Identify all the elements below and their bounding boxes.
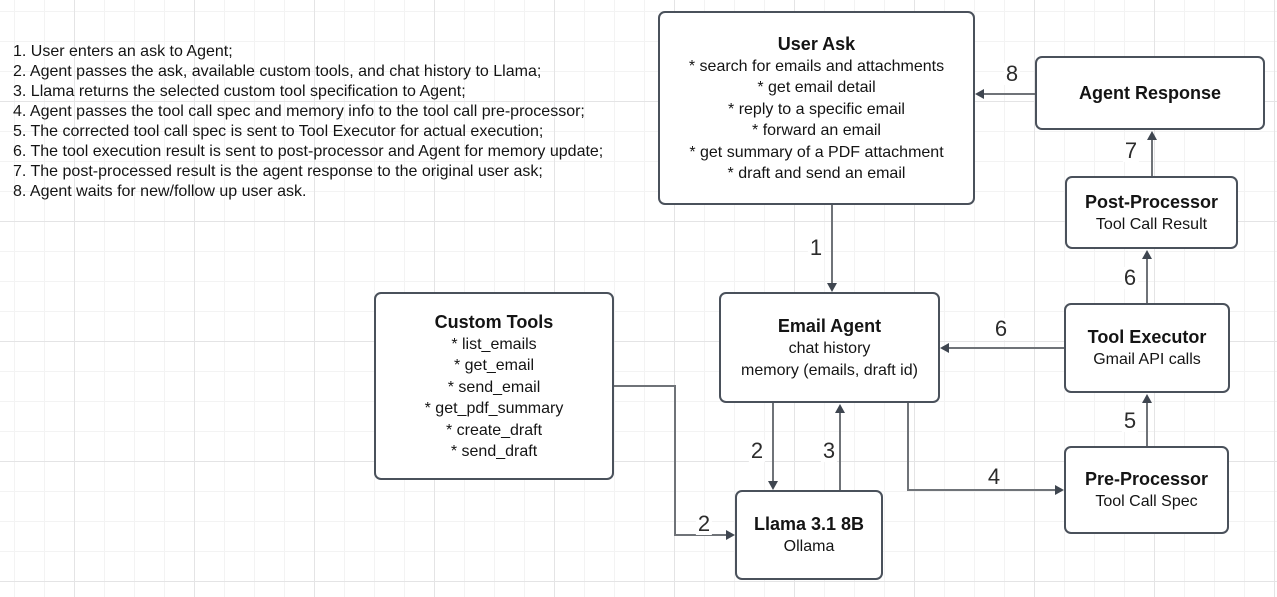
edge-step8-line[interactable] [984, 93, 1035, 95]
edge-step4-line[interactable] [907, 403, 909, 490]
instruction-step-6: 6. The tool execution result is sent to … [13, 143, 604, 160]
arrowhead-up-icon [1147, 131, 1157, 140]
edge-label-step8: 8 [1003, 61, 1021, 86]
instruction-step-8: 8. Agent waits for new/follow up user as… [13, 183, 307, 200]
node-custom-tools-line: * get_pdf_summary [424, 400, 564, 417]
edge-step1-line[interactable] [831, 205, 833, 283]
instructions-list: 1. User enters an ask to Agent; 2. Agent… [13, 42, 603, 202]
node-post-processor[interactable]: Post-Processor Tool Call Result [1065, 176, 1238, 249]
node-agent-response-title: Agent Response [1078, 83, 1222, 103]
node-pre-processor-line: Tool Call Spec [1095, 493, 1198, 511]
edge-step5-line[interactable] [1146, 403, 1148, 446]
edge-label-step4: 4 [985, 464, 1003, 489]
edge-label-step2-agent: 2 [748, 438, 766, 463]
arrowhead-up-icon [1142, 250, 1152, 259]
edge-label-step1: 1 [807, 235, 825, 260]
node-custom-tools-line: * send_email [447, 378, 541, 396]
node-user-ask-line: * search for emails and attachments [688, 57, 945, 75]
edge-step3-line[interactable] [839, 413, 841, 490]
instruction-step-4: 4. Agent passes the tool call spec and m… [13, 103, 585, 120]
edge-step6-agent-line[interactable] [949, 347, 1064, 349]
node-custom-tools-line: * list_emails [451, 335, 537, 353]
node-user-ask-line: * get summary of a PDF attachment [689, 143, 944, 161]
node-custom-tools-line: * send_draft [450, 443, 538, 460]
node-pre-processor[interactable]: Pre-Processor Tool Call Spec [1064, 446, 1229, 534]
node-email-agent-line: chat history [788, 340, 871, 357]
node-user-ask-line: * draft and send an email [727, 165, 906, 182]
edge-step2-tools-line[interactable] [674, 385, 676, 535]
arrowhead-down-icon [827, 283, 837, 292]
edge-step6-post-line[interactable] [1146, 259, 1148, 303]
node-llama-title: Llama 3.1 8B [753, 514, 865, 535]
node-llama[interactable]: Llama 3.1 8B Ollama [735, 490, 883, 580]
arrowhead-up-icon [835, 404, 845, 413]
node-custom-tools[interactable]: Custom Tools * list_emails * get_email *… [374, 292, 614, 480]
node-post-processor-line: Tool Call Result [1095, 215, 1208, 233]
node-tool-executor-line: Gmail API calls [1093, 351, 1201, 369]
node-email-agent[interactable]: Email Agent chat history memory (emails,… [719, 292, 940, 403]
edge-label-step7: 7 [1122, 138, 1140, 163]
edge-label-step5: 5 [1121, 408, 1139, 433]
node-user-ask-line: * reply to a specific email [728, 100, 905, 118]
edge-step4-line[interactable] [907, 489, 1055, 491]
edge-label-step2-tools: 2 [695, 511, 713, 536]
instruction-step-5: 5. The corrected tool call spec is sent … [13, 123, 544, 140]
node-custom-tools-line: * create_draft [445, 421, 543, 439]
instruction-step-1: 1. User enters an ask to Agent; [13, 43, 233, 60]
node-custom-tools-line: * get_email [453, 357, 535, 374]
instruction-step-2: 2. Agent passes the ask, available custo… [13, 63, 542, 80]
arrowhead-right-icon [1055, 485, 1064, 495]
node-user-ask[interactable]: User Ask * search for emails and attachm… [658, 11, 975, 205]
node-email-agent-title: Email Agent [777, 316, 882, 336]
node-email-agent-line: memory (emails, draft id) [741, 361, 918, 379]
arrowhead-left-icon [940, 343, 949, 353]
edge-label-step3: 3 [820, 438, 838, 463]
edge-step7-line[interactable] [1151, 140, 1153, 176]
arrowhead-left-icon [975, 89, 984, 99]
edge-label-step6-post: 6 [1121, 265, 1139, 290]
arrowhead-up-icon [1142, 394, 1152, 403]
edge-label-step6-agent: 6 [992, 316, 1010, 341]
node-pre-processor-title: Pre-Processor [1084, 469, 1209, 490]
arrowhead-right-icon [726, 530, 735, 540]
instruction-step-7: 7. The post-processed result is the agen… [13, 163, 543, 180]
node-user-ask-line: * forward an email [752, 122, 881, 139]
node-user-ask-line: * get email detail [757, 79, 876, 96]
edge-step2-agent-line[interactable] [772, 403, 774, 481]
arrowhead-down-icon [768, 481, 778, 490]
node-tool-executor[interactable]: Tool Executor Gmail API calls [1064, 303, 1230, 393]
node-user-ask-title: User Ask [777, 33, 856, 54]
node-tool-executor-title: Tool Executor [1087, 327, 1207, 348]
instruction-step-3: 3. Llama returns the selected custom too… [13, 83, 466, 100]
node-post-processor-title: Post-Processor [1084, 191, 1219, 212]
edge-step2-tools-line[interactable] [614, 385, 676, 387]
node-custom-tools-title: Custom Tools [434, 311, 554, 332]
node-llama-line: Ollama [783, 538, 835, 556]
node-agent-response[interactable]: Agent Response [1035, 56, 1265, 130]
